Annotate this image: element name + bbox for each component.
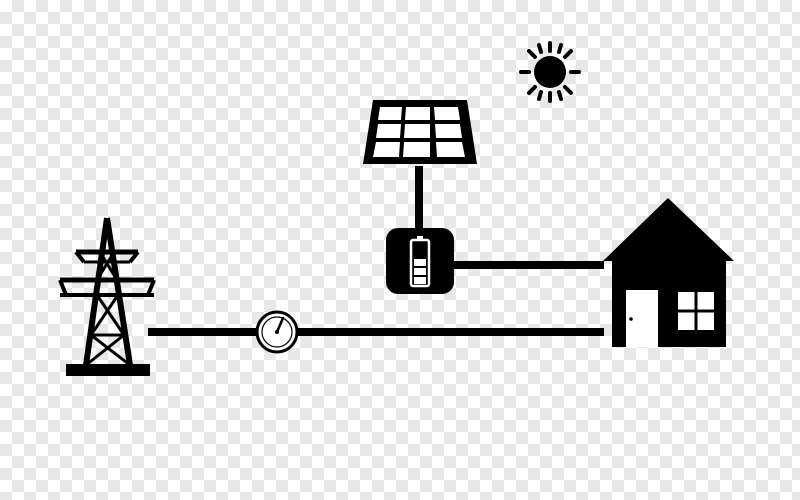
- connection-meter-home: [296, 328, 604, 336]
- connection-solar-battery: [415, 166, 423, 230]
- solar-panel-icon: [363, 100, 477, 164]
- connection-grid-meter: [148, 328, 258, 336]
- transmission-tower-icon: [58, 217, 156, 376]
- connection-battery-home: [453, 261, 604, 269]
- battery-icon: [386, 228, 454, 294]
- house-icon: [603, 198, 734, 347]
- meter-gauge-icon: [255, 310, 299, 354]
- sun-icon: [519, 41, 581, 103]
